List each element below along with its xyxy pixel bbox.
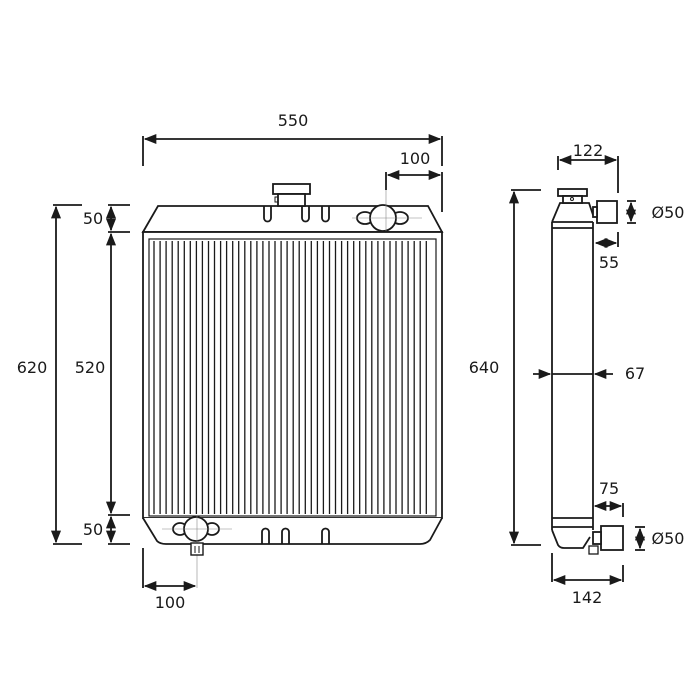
dim-top-pipe-diameter: Ø50 [652,203,685,222]
side-bottom-tank [551,529,591,549]
dim-core-height: 520 [75,358,106,377]
core-fins [153,241,427,514]
dim-top-depth: 122 [573,141,604,160]
dim-outlet-offset-top: 100 [400,149,431,168]
drain-plug [190,542,204,556]
side-view [508,154,646,586]
dim-overall-height: 620 [17,358,48,377]
dim-bottom-tank-height: 50 [83,520,103,539]
side-top-tank [551,202,594,223]
front-view [50,133,444,592]
top-outlet-pipe [352,190,422,232]
side-bottom-pipe [600,525,624,551]
dim-top-pipe-length: 55 [599,253,619,272]
dim-core-thickness: 67 [625,364,645,383]
core-frame [142,231,443,519]
dim-bottom-depth: 142 [572,588,603,607]
dim-inlet-offset-bottom: 100 [155,593,186,612]
dim-bottom-pipe-diameter: Ø50 [652,529,685,548]
bottom-inlet-pipe [162,515,232,588]
dim-overall-width: 550 [278,111,309,130]
filler-cap [272,183,311,195]
dim-side-overall-height: 640 [469,358,500,377]
side-top-pipe [596,200,618,224]
dim-top-tank-height: 50 [83,209,103,228]
dim-bottom-pipe-length: 75 [599,479,619,498]
